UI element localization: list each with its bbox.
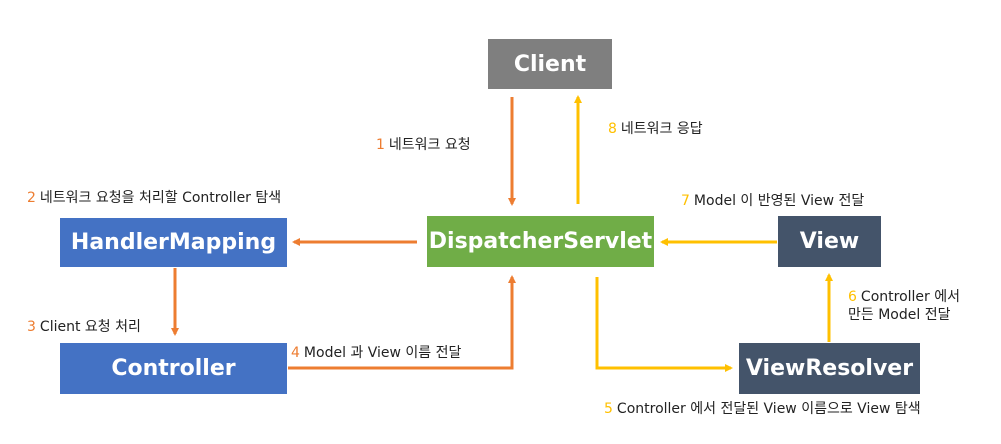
step-6-line-2: 만든 Model 전달 <box>848 307 951 323</box>
step-4-number: 4 <box>291 345 300 361</box>
step-3-text: Client 요청 처리 <box>39 319 141 335</box>
step-1-number: 1 <box>376 137 385 153</box>
node-view-resolver: ViewResolver <box>739 343 920 394</box>
arrow-5-dispatcher-to-resolver <box>595 277 733 372</box>
step-6-text: Controller 에서 <box>860 289 960 305</box>
step-7-number: 7 <box>681 193 690 209</box>
step-2-text: 네트워크 요청을 처리할 Controller 탐색 <box>39 190 282 206</box>
node-client: Client <box>488 39 612 89</box>
step-5-text: Controller 에서 전달된 View 이름으로 View 탐색 <box>616 401 921 417</box>
step-6-number: 6 <box>848 289 857 305</box>
step-3-number: 3 <box>27 319 36 335</box>
step-8-text: 네트워크 응답 <box>620 121 703 137</box>
step-1-text: 네트워크 요청 <box>388 137 471 153</box>
step-5-number: 5 <box>604 401 613 417</box>
node-dispatcher-servlet: DispatcherServlet <box>427 216 654 267</box>
step-8-number: 8 <box>608 121 617 137</box>
arrow-4-controller-to-dispatcher <box>288 275 516 370</box>
node-view: View <box>778 216 881 267</box>
step-4-text: Model 과 View 이름 전달 <box>303 345 462 361</box>
node-controller: Controller <box>60 343 287 394</box>
step-7-text: Model 이 반영된 View 전달 <box>693 193 865 209</box>
step-2-number: 2 <box>27 190 36 206</box>
node-handler-mapping: HandlerMapping <box>60 218 287 267</box>
